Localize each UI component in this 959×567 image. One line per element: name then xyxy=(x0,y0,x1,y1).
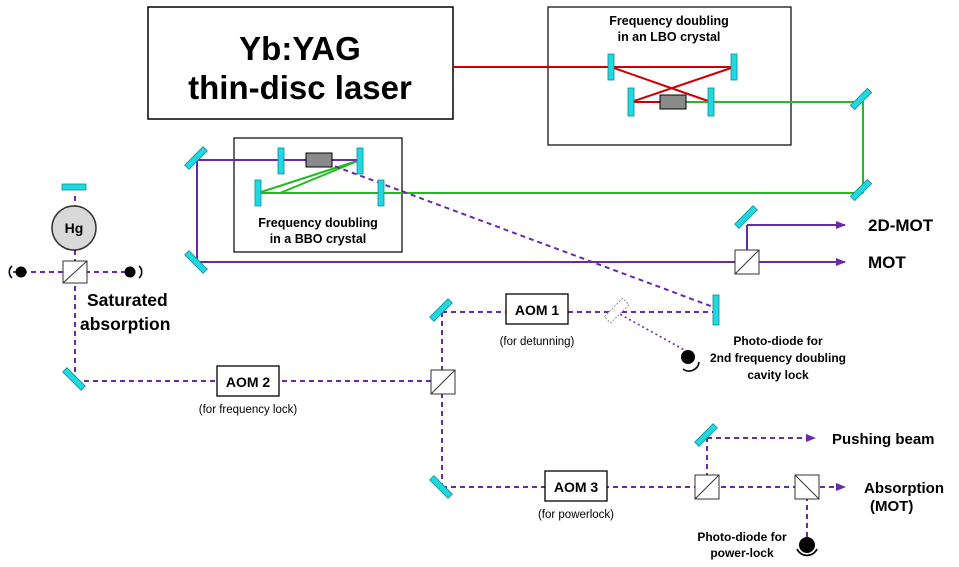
mirror-bbo-4 xyxy=(377,179,385,207)
photodiode-sat-right xyxy=(124,265,143,279)
aom1-label: AOM 1 xyxy=(515,302,560,318)
mirrors xyxy=(61,53,873,499)
mirror-bbo-3 xyxy=(254,179,262,207)
lbo-title-line1: Frequency doubling xyxy=(609,14,728,28)
pickoff-plate xyxy=(603,297,630,324)
saturated-label-line1: Saturated xyxy=(87,290,168,310)
bbo-crystal xyxy=(305,152,333,168)
uv-beam-dashed xyxy=(13,159,846,538)
output-pushing-beam: Pushing beam xyxy=(832,431,935,448)
pd-cavity-label-line3: cavity lock xyxy=(747,368,809,382)
aom2-note: (for frequency lock) xyxy=(199,404,298,416)
lbo-cavity-box: Frequency doubling in an LBO crystal xyxy=(547,6,792,146)
laser-title-line2: thin-disc laser xyxy=(188,69,412,106)
aom1-note: (for detunning) xyxy=(500,336,575,348)
mirror-lbo-4 xyxy=(707,87,715,117)
bs-mot xyxy=(734,249,760,275)
bbo-title-line1: Frequency doubling xyxy=(258,216,377,230)
output-absorption-mot: (MOT) xyxy=(870,498,913,515)
mirror-lbo-3 xyxy=(627,87,635,117)
mirror-aom1 xyxy=(429,298,453,322)
laser-title-line1: Yb:YAG xyxy=(239,30,361,67)
pd-cavity-label-line2: 2nd frequency doubling xyxy=(710,351,846,365)
mirror-aom2-corner xyxy=(62,367,86,391)
mirror-bbo-1 xyxy=(277,147,285,175)
bs-pd-power xyxy=(794,474,820,500)
aom3-note: (for powerlock) xyxy=(538,509,614,521)
mirror-bbo-2 xyxy=(356,147,364,175)
photodiode-power xyxy=(796,537,818,557)
mirror-2dmot xyxy=(734,205,758,229)
bs-push xyxy=(694,474,720,500)
hg-lamp: Hg xyxy=(51,205,97,251)
mirror-aom3 xyxy=(429,475,453,499)
beam-splitters xyxy=(62,249,820,500)
pd-power-label-line2: power-lock xyxy=(710,546,774,560)
bs-main xyxy=(430,369,456,395)
output-2d-mot: 2D-MOT xyxy=(868,216,934,235)
mirror-pd-cavity xyxy=(712,294,720,326)
mirror-green-1 xyxy=(849,87,873,111)
output-mot: MOT xyxy=(868,253,906,272)
photodiode-cavity xyxy=(681,350,700,372)
mirror-hg-top xyxy=(61,183,87,191)
aom3-label: AOM 3 xyxy=(554,479,599,495)
lbo-crystal xyxy=(659,94,687,110)
mirror-uv-1 xyxy=(184,146,208,170)
lbo-title-line2: in an LBO crystal xyxy=(618,30,721,44)
pd-cavity-label-line1: Photo-diode for xyxy=(733,334,823,348)
aom2: AOM 2 (for frequency lock) xyxy=(199,365,298,416)
bs-hg xyxy=(62,260,88,284)
saturated-label-line2: absorption xyxy=(80,314,170,334)
photodiode-sat-left xyxy=(8,265,27,279)
aom3: AOM 3 (for powerlock) xyxy=(538,470,614,521)
hg-label: Hg xyxy=(65,220,84,236)
aom2-label: AOM 2 xyxy=(226,374,271,390)
mirror-uv-2 xyxy=(184,250,208,274)
aom1: AOM 1 (for detunning) xyxy=(500,293,575,348)
laser-box: Yb:YAG thin-disc laser xyxy=(147,6,454,120)
bbo-title-line2: in a BBO crystal xyxy=(270,232,367,246)
pd-cavity-beam xyxy=(615,311,689,353)
mirror-green-2 xyxy=(849,178,873,202)
pd-power-label-line1: Photo-diode for xyxy=(697,530,787,544)
output-absorption: Absorption xyxy=(864,480,944,497)
mirror-lbo-2 xyxy=(730,53,738,81)
green-beam xyxy=(257,98,864,194)
mirror-pushing xyxy=(694,423,718,447)
mirror-lbo-1 xyxy=(607,53,615,81)
